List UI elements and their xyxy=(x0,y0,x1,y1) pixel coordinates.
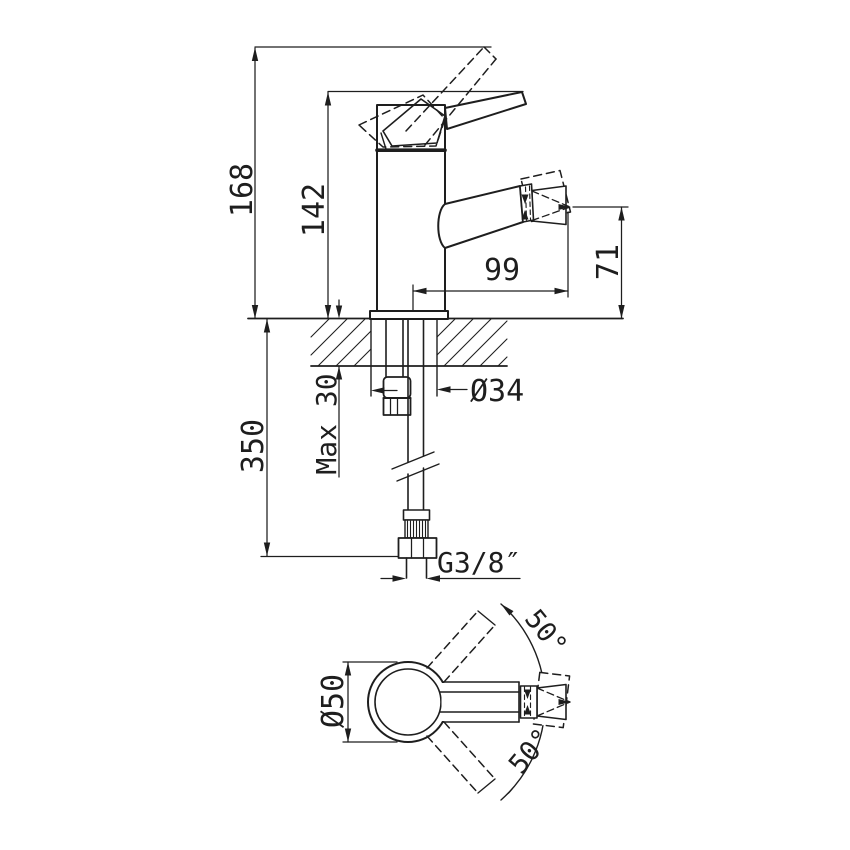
dim-max-deck-label: Max 30 xyxy=(310,373,343,474)
lever-solid xyxy=(445,92,526,129)
dimensions-side: 168 142 350 Max 30 xyxy=(225,47,628,582)
dim-thread: G3/8″ xyxy=(381,546,521,582)
spray-apex-arrow xyxy=(558,204,571,210)
plan-handle-lower-dashed xyxy=(427,722,495,793)
spray-cone-plan xyxy=(521,672,571,727)
dim-hole-diameter: Ø34 xyxy=(371,374,524,409)
plan-handle-upper-dashed xyxy=(427,611,495,682)
plan-spout xyxy=(440,682,519,722)
arc-arrow-bottom xyxy=(501,788,514,800)
arc-arrow-top xyxy=(501,604,514,616)
aerator-plan xyxy=(521,686,538,718)
counter-section xyxy=(248,319,623,397)
knurl-lines xyxy=(408,521,426,537)
dim-142-label: 142 xyxy=(297,183,332,237)
dim-350-label: 350 xyxy=(236,419,271,473)
spray-cone-side xyxy=(520,171,571,225)
mounting-hole-edges xyxy=(371,319,437,396)
dim-71: 71 xyxy=(573,207,628,319)
thread-size-label: G3/8″ xyxy=(437,546,521,579)
hose-fitting xyxy=(399,510,437,578)
plan-view: 50° 50° xyxy=(316,604,573,800)
supply-hose xyxy=(392,319,439,510)
dim-base-diameter: Ø50 xyxy=(316,662,397,742)
dim-142: 142 xyxy=(297,92,523,319)
dim-168-label: 168 xyxy=(225,163,260,217)
base-flange xyxy=(370,311,448,319)
handle-base-solid xyxy=(383,99,445,146)
mounting-shank xyxy=(384,319,411,415)
faucet-body xyxy=(370,105,448,319)
dim-99: 99 xyxy=(413,212,568,311)
dim-base-diameter-label: Ø50 xyxy=(316,674,351,728)
dim-99-label: 99 xyxy=(484,253,520,288)
dim-71-label: 71 xyxy=(591,244,626,280)
swing-upper-label: 50° xyxy=(518,604,573,661)
handle-raised-dashed xyxy=(359,47,496,147)
spray-apex-arrow-plan xyxy=(558,699,571,705)
plan-base-circles xyxy=(368,662,448,742)
handle-base-dashed xyxy=(359,95,445,147)
dim-max-30: Max 30 xyxy=(310,300,343,477)
spout xyxy=(438,186,523,248)
hatch-left xyxy=(311,319,371,366)
hatch-right xyxy=(437,319,507,366)
handle-solid xyxy=(381,92,526,149)
swing-lower-label: 50° xyxy=(503,723,558,780)
dim-350: 350 xyxy=(236,319,398,557)
dim-168: 168 xyxy=(225,47,491,319)
side-view: 168 142 350 Max 30 xyxy=(225,47,628,582)
dim-hole-diameter-label: Ø34 xyxy=(470,374,524,409)
